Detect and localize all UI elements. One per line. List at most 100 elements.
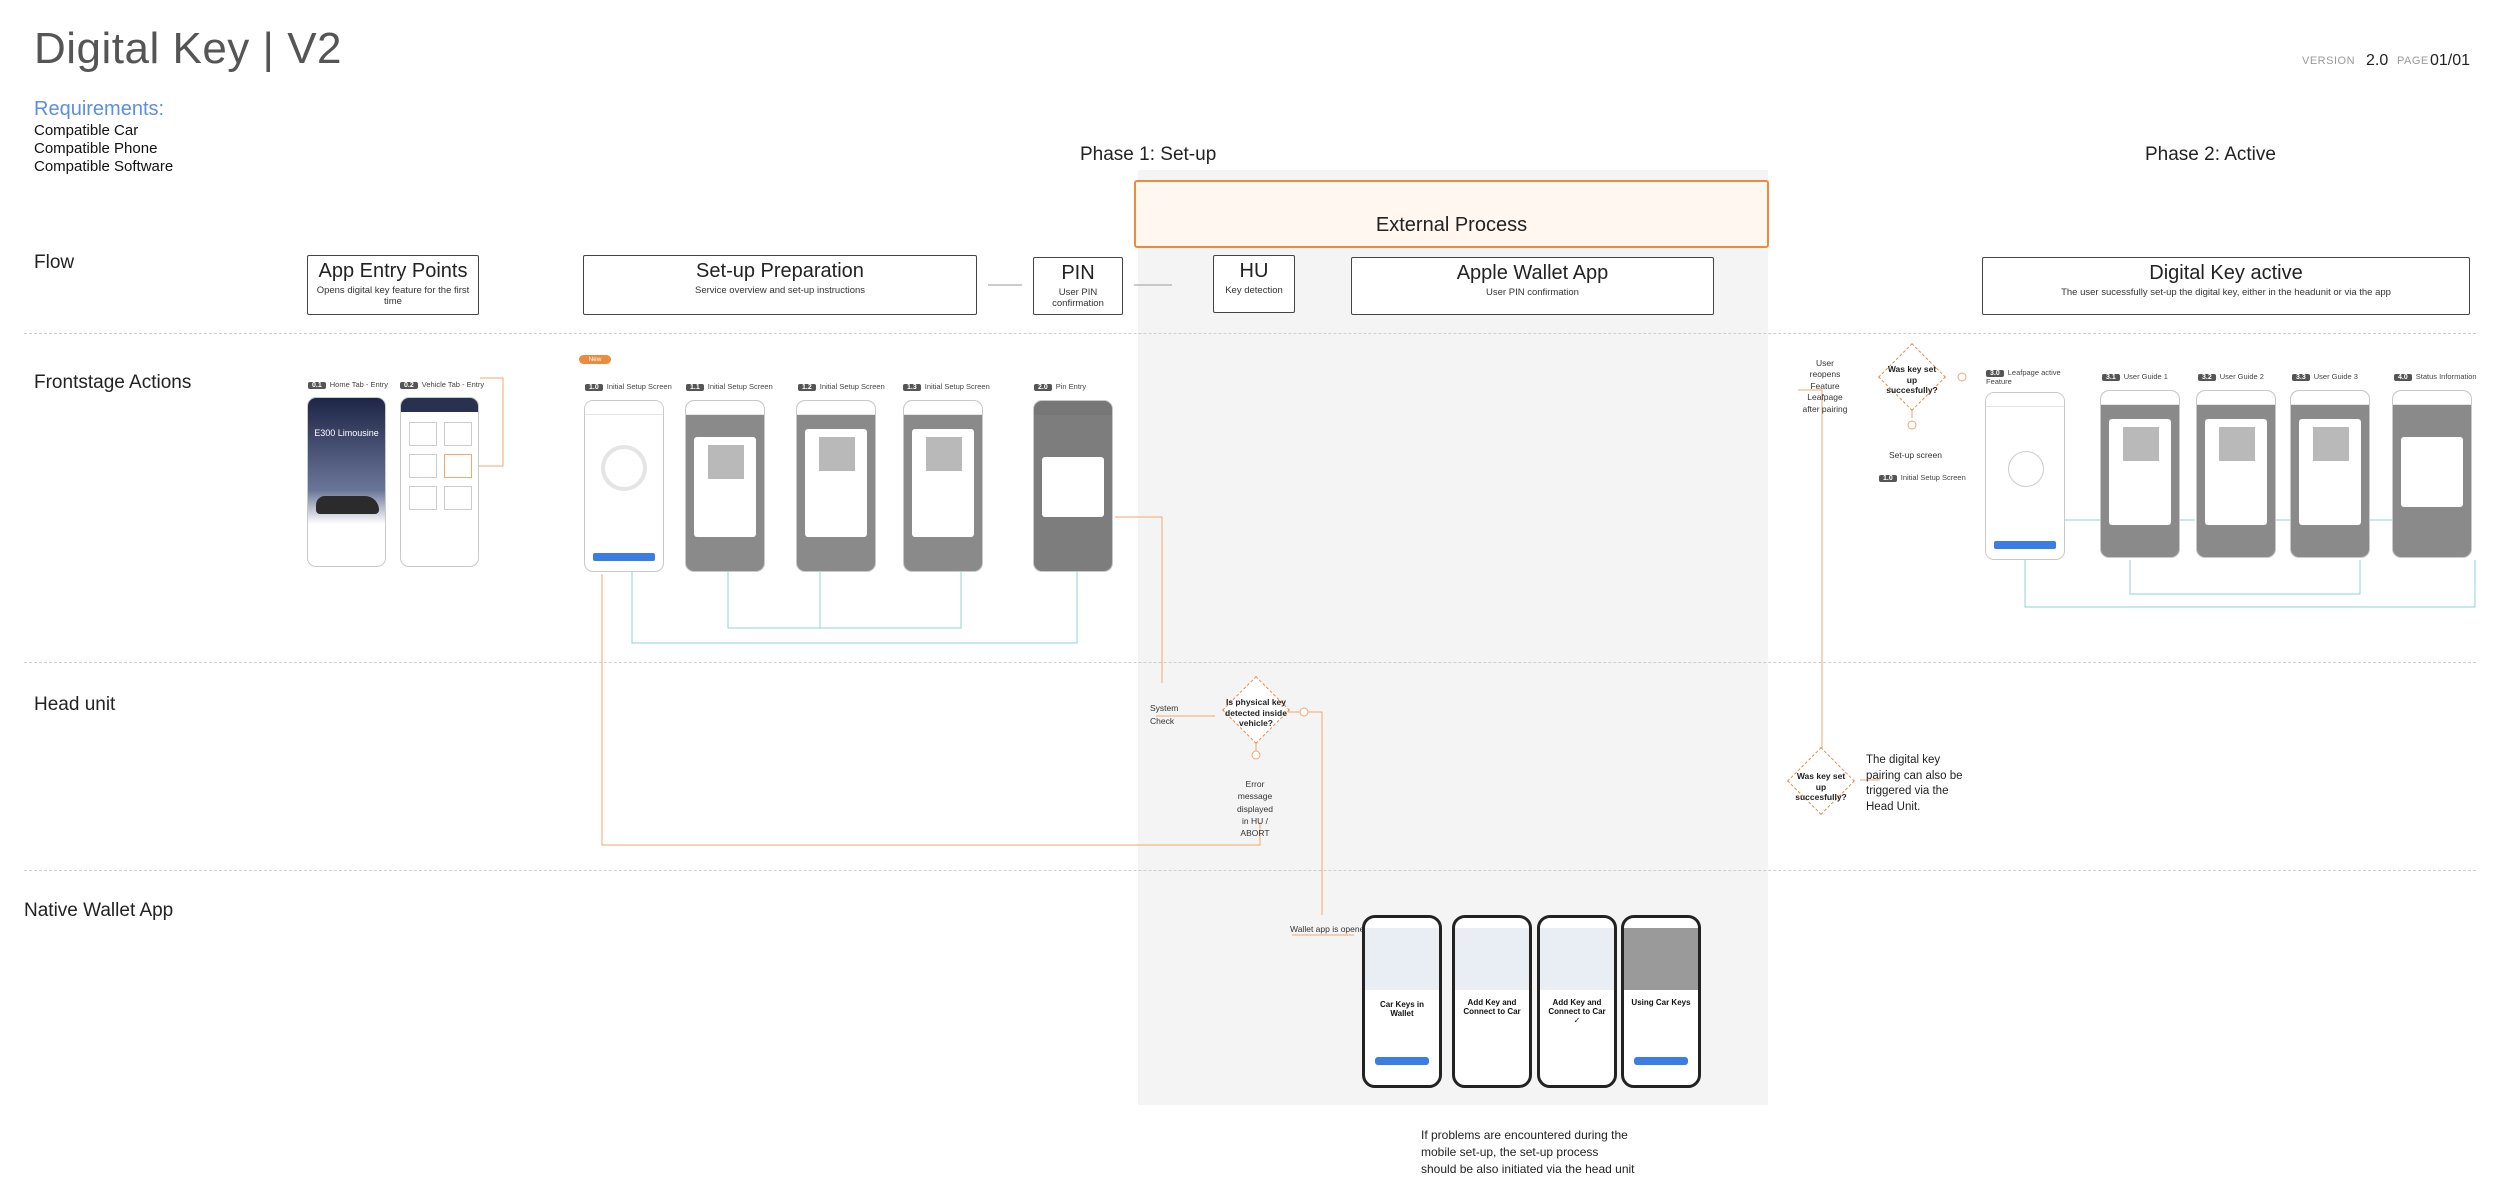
image-placeholder-icon	[2313, 427, 2349, 461]
screen-header	[2291, 391, 2369, 405]
progress-ring	[601, 445, 647, 491]
phone-status-information[interactable]	[2392, 390, 2472, 558]
screen-label: Initial Setup Screen	[1900, 473, 1966, 482]
image-placeholder-icon	[2123, 427, 2159, 461]
phone-user-guide-2[interactable]	[2196, 390, 2276, 558]
image-placeholder-icon	[926, 437, 962, 471]
wallet-screen-title: Car Keys in Wallet	[1379, 1000, 1425, 1018]
wallet-screen-title: Add Key and Connect to Car	[1463, 998, 1521, 1016]
flow-box-subtitle: The user sucessfully set-up the digital …	[2061, 287, 2391, 298]
tile-icon	[409, 422, 437, 446]
phone-vehicle-tab[interactable]	[400, 397, 479, 567]
screen-header	[2197, 391, 2275, 405]
screen-label: Initial Setup Screen	[924, 382, 990, 391]
tile-icon	[409, 486, 437, 510]
phone-leafpage-active[interactable]	[1985, 392, 2065, 560]
screen-num: 0.2	[400, 382, 418, 389]
wallet-screen-car-keys[interactable]: Car Keys in Wallet	[1362, 915, 1442, 1088]
phone-user-guide-3[interactable]	[2290, 390, 2370, 558]
screen-num: 0.1	[308, 382, 326, 389]
continue-button[interactable]	[1634, 1057, 1688, 1065]
flow-box-digital-key-active: Digital Key active The user sucessfully …	[1982, 257, 2470, 315]
phone-pin-entry[interactable]	[1033, 400, 1113, 572]
screen-header	[2101, 391, 2179, 405]
flow-box-subtitle: User PIN confirmation	[1486, 287, 1579, 298]
flow-box-title: Set-up Preparation	[696, 260, 864, 282]
setup-button[interactable]	[593, 553, 655, 561]
wallet-screen-add-key[interactable]: Add Key and Connect to Car	[1452, 915, 1532, 1088]
requirements-title: Requirements:	[34, 98, 165, 120]
setup-screen-text: Set-up screen	[1889, 450, 1942, 460]
wallet-screen-using-keys[interactable]: Using Car Keys	[1621, 915, 1701, 1088]
lane-frontstage-label: Frontstage Actions	[34, 372, 192, 393]
lane-divider	[24, 662, 2476, 663]
page-title: Digital Key | V2	[34, 24, 343, 73]
tile-icon	[409, 454, 437, 478]
screen-label: Vehicle Tab - Entry	[421, 380, 485, 389]
start-button[interactable]	[1994, 541, 2056, 549]
system-check-text: System Check	[1150, 703, 1179, 726]
screen-num: 4.0	[2394, 374, 2412, 381]
screen-num: 1.0	[1879, 475, 1897, 482]
page-label: PAGE	[2397, 55, 2429, 67]
flow-box-subtitle: Key detection	[1225, 285, 1283, 296]
screen-header	[2393, 391, 2471, 405]
phone-user-guide-1[interactable]	[2100, 390, 2180, 558]
screen-label: Home Tab - Entry	[329, 380, 388, 389]
screen-header	[904, 401, 982, 415]
dialog	[912, 429, 974, 537]
flow-box-apple-wallet: Apple Wallet App User PIN confirmation	[1351, 257, 1714, 315]
continue-button[interactable]	[1375, 1057, 1429, 1065]
app-bar	[401, 398, 478, 412]
flow-box-title: Apple Wallet App	[1456, 262, 1609, 284]
phase-setup-label: Phase 1: Set-up	[1080, 144, 1217, 165]
flow-box-title: Digital Key active	[2149, 262, 2303, 284]
phone-home-tab[interactable]: E300 Limousine	[307, 397, 386, 567]
wallet-screen-title: Add Key and Connect to Car ✓	[1548, 998, 1606, 1025]
flow-box-subtitle: User PIN confirmation	[1052, 287, 1104, 309]
image-placeholder-icon	[2219, 427, 2255, 461]
setup-loop-connector	[727, 565, 962, 629]
flow-box-hu: HU Key detection	[1213, 255, 1295, 313]
screen-header	[1034, 401, 1112, 415]
phone-setup-1-0[interactable]	[584, 400, 664, 572]
key-detection-text: Is physical key detected inside vehicle?	[1225, 697, 1287, 729]
phone-setup-1-1[interactable]	[685, 400, 765, 572]
phone-setup-1-3[interactable]	[903, 400, 983, 572]
image-placeholder-icon	[819, 437, 855, 471]
phone-setup-1-2[interactable]	[796, 400, 876, 572]
phase-active-label: Phase 2: Active	[2145, 144, 2276, 165]
dialog	[2109, 419, 2171, 525]
image-placeholder-icon	[708, 445, 744, 479]
version-value: 2.0	[2366, 52, 2389, 69]
screen-header	[585, 401, 663, 415]
screen-label: User Guide 1	[2123, 372, 2168, 381]
screen-label: User Guide 3	[2313, 372, 2358, 381]
dialog	[694, 437, 756, 537]
screen-num: 1.3	[903, 384, 921, 391]
hu-trigger-connector	[1798, 389, 1823, 781]
footer-note: If problems are encountered during the m…	[1421, 1128, 1635, 1176]
page-value: 01/01	[2430, 52, 2471, 69]
flow-box-title: App Entry Points	[318, 260, 468, 282]
requirement-item: Compatible Software	[34, 158, 174, 175]
key-icon	[2008, 451, 2044, 487]
flow-box-subtitle: Opens digital key feature for the first …	[316, 285, 470, 307]
digital-key-tile[interactable]	[444, 454, 472, 478]
lane-divider	[24, 333, 2476, 334]
screen-label: Leafpage active Feature	[1986, 368, 2061, 386]
decision-text: Was key set up succesfully?	[1886, 364, 1938, 396]
pin-dialog[interactable]	[1042, 457, 1104, 517]
new-badge: New	[579, 355, 611, 364]
tile-icon	[444, 422, 472, 446]
wallet-screen-add-key-done[interactable]: Add Key and Connect to Car ✓	[1537, 915, 1617, 1088]
screen-label: User Guide 2	[2219, 372, 2264, 381]
version-label: VERSION	[2302, 55, 2356, 67]
screen-num: 1.1	[686, 384, 704, 391]
active-loop-connector	[2024, 560, 2476, 608]
